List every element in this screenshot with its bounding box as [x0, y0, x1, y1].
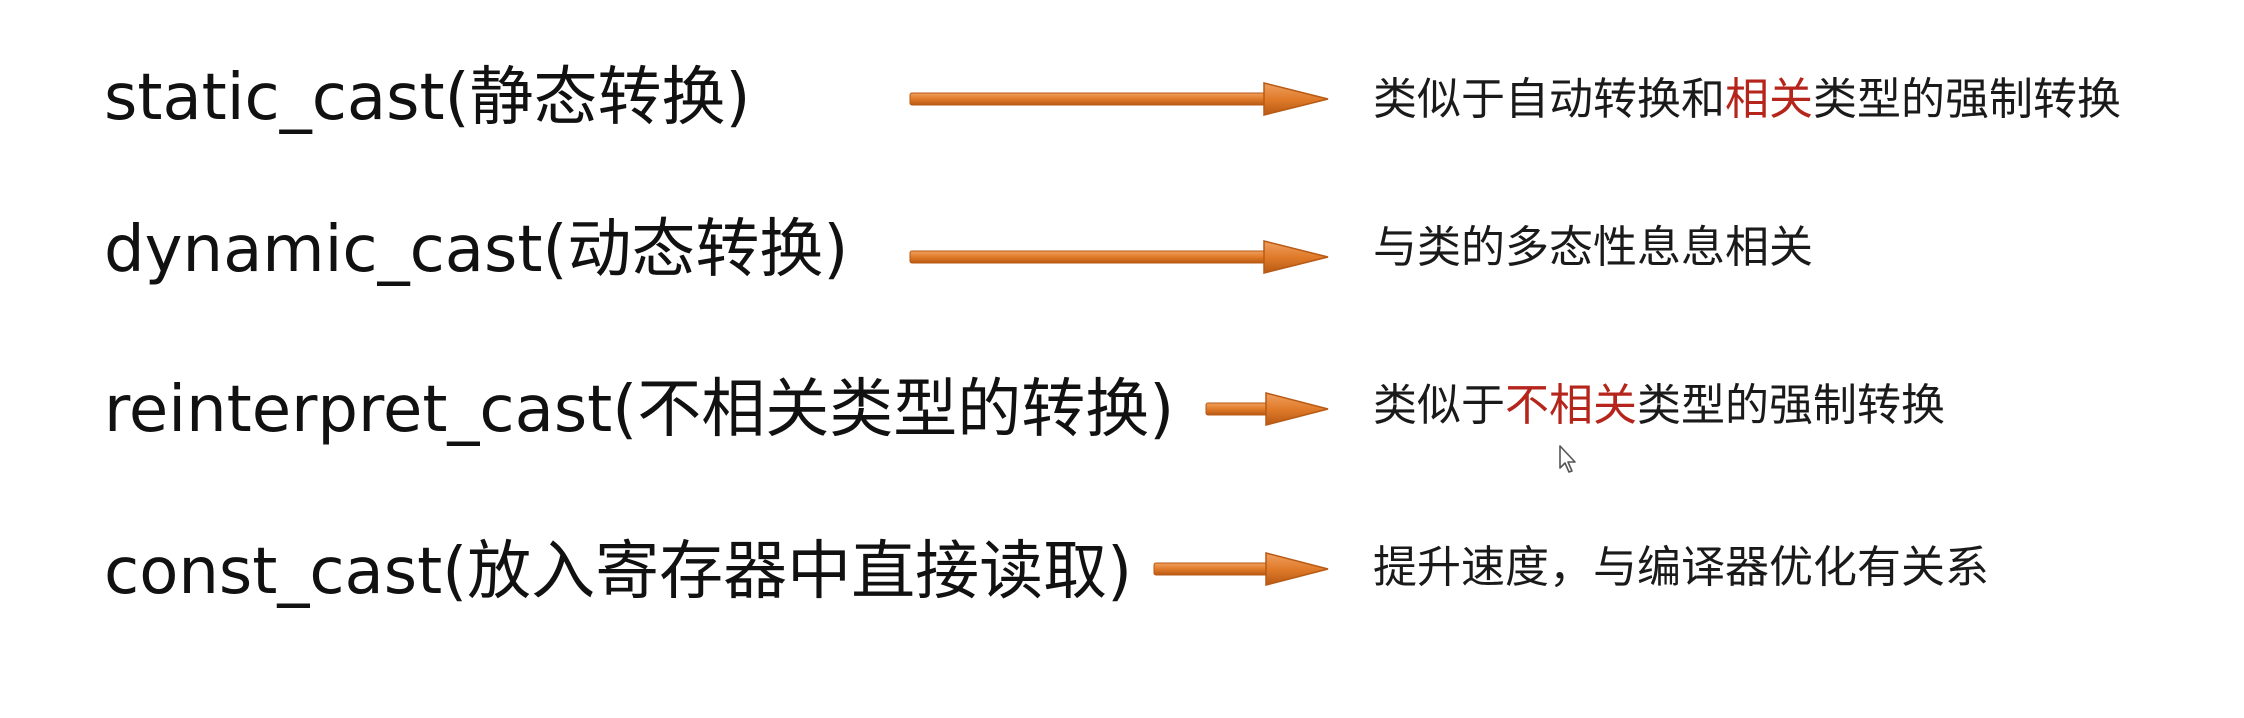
desc-dynamic-cast: 与类的多态性息息相关: [1373, 220, 1813, 276]
desc-part: 提升速度，与编译器优化有关系: [1373, 542, 1989, 593]
desc-highlight: 相关: [1725, 74, 1813, 125]
desc-part: 类似于: [1373, 380, 1505, 431]
desc-const-cast: 提升速度，与编译器优化有关系: [1373, 540, 1989, 596]
term-const-cast: const_cast(放入寄存器中直接读取): [104, 535, 1133, 609]
right-arrow-icon: [909, 240, 1329, 274]
mouse-cursor-icon: [1559, 445, 1576, 473]
term-reinterpret-cast: reinterpret_cast(不相关类型的转换): [104, 373, 1175, 447]
desc-part: 类型的强制转换: [1637, 380, 1945, 431]
row-static-cast: static_cast(静态转换) 类似于自动转换和相关类型的强制转换: [0, 38, 2244, 158]
desc-part: 与类的多态性息息相关: [1373, 222, 1813, 273]
row-reinterpret-cast: reinterpret_cast(不相关类型的转换) 类似于不相关类型的强制转换: [0, 350, 2244, 470]
term-static-cast: static_cast(静态转换): [104, 61, 751, 135]
desc-highlight: 不相关: [1505, 380, 1637, 431]
term-dynamic-cast: dynamic_cast(动态转换): [104, 213, 849, 287]
right-arrow-icon: [909, 82, 1329, 116]
right-arrow-icon: [1153, 552, 1329, 586]
right-arrow-icon: [1205, 392, 1329, 426]
desc-static-cast: 类似于自动转换和相关类型的强制转换: [1373, 72, 2121, 128]
desc-part: 类似于自动转换和: [1373, 74, 1725, 125]
row-const-cast: const_cast(放入寄存器中直接读取) 提升速度，与编译器优化有关系: [0, 512, 2244, 632]
desc-reinterpret-cast: 类似于不相关类型的强制转换: [1373, 378, 1945, 434]
row-dynamic-cast: dynamic_cast(动态转换) 与类的多态性息息相关: [0, 190, 2244, 310]
desc-part: 类型的强制转换: [1813, 74, 2121, 125]
